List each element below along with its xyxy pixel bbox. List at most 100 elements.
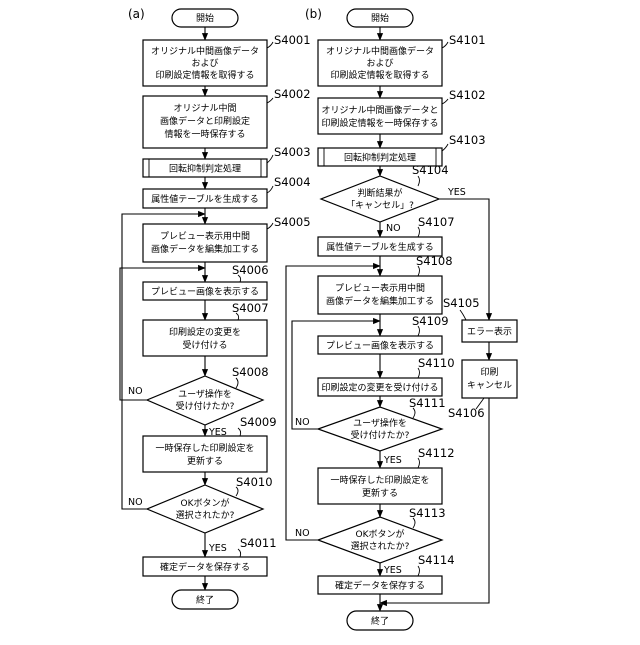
a-s4001-step-label: S4001 xyxy=(274,33,311,47)
b-s4101-step-label: S4101 xyxy=(449,33,486,47)
b-s4112-line1: 一時保存した印刷設定を xyxy=(330,474,429,486)
a-s4007-step-label: S4007 xyxy=(232,301,269,315)
b-s4111-yes-label: YES xyxy=(383,455,402,466)
b-s4105-step-label: S4105 xyxy=(443,296,480,310)
a-s4009-line2: 更新する xyxy=(187,455,223,467)
a-s4003-text: 回転抑制判定処理 xyxy=(169,163,241,175)
b-s4112-step-label: S4112 xyxy=(418,446,455,460)
b-s4113-yes-label: YES xyxy=(383,565,402,576)
b-s4102-line1: オリジナル中間画像データと xyxy=(321,104,438,116)
b-s4104-step-label: S4104 xyxy=(412,163,449,177)
panel-a-label: (a) xyxy=(128,7,145,21)
a-s4005-line2: 画像データを編集加工する xyxy=(151,243,259,255)
a-s4005-leader xyxy=(267,223,273,229)
a-s4004-leader xyxy=(267,186,273,193)
a-s4001-line2: および xyxy=(191,58,218,69)
b-s4113-line1: OKボタンが xyxy=(356,528,405,540)
a-s4009-step-label: S4009 xyxy=(240,415,277,429)
b-s4112-line2: 更新する xyxy=(362,487,398,499)
b-s4103-leader xyxy=(442,144,448,151)
b-s4110-text: 印刷設定の変更を受け付ける xyxy=(321,382,438,394)
b-start-text: 開始 xyxy=(371,12,389,24)
a-s4001-line3: 印刷設定情報を取得する xyxy=(155,69,254,81)
a-s4002-line3: 情報を一時保存する xyxy=(164,128,245,140)
b-s4102-leader xyxy=(442,99,448,104)
b-s4114-text: 確定データを保存する xyxy=(335,580,425,592)
b-s4103-step-label: S4103 xyxy=(449,133,486,147)
b-s4101-line1: オリジナル中間画像データ xyxy=(326,45,434,57)
a-s4010-no-label: NO xyxy=(128,497,143,508)
b-s4105-leader xyxy=(460,310,466,320)
a-s4005-step-label: S4005 xyxy=(274,215,311,229)
b-s4111-step-label: S4111 xyxy=(409,396,446,410)
b-s4106-process xyxy=(462,360,517,398)
b-s4101-leader xyxy=(442,42,448,48)
b-s4111-line1: ユーザ操作を xyxy=(353,417,407,429)
a-s4011-step-label: S4011 xyxy=(240,536,277,550)
b-s4102-line2: 印刷設定情報を一時保存する xyxy=(321,117,438,129)
b-s4104-no-label: NO xyxy=(386,223,401,234)
a-s4010-yes-label: YES xyxy=(208,543,227,554)
a-s4001-line1: オリジナル中間画像データ xyxy=(151,45,259,57)
a-s4005-process xyxy=(143,224,267,262)
panel-b: 開始 オリジナル中間画像データ および 印刷設定情報を取得する オリジナル中間画… xyxy=(286,9,517,630)
a-s4003-leader xyxy=(267,155,273,163)
b-s4113-line2: 選択されたか? xyxy=(351,540,410,552)
b-s4109-step-label: S4109 xyxy=(412,314,449,328)
a-s4009-line1: 一時保存した印刷設定を xyxy=(155,442,254,454)
a-s4006-text: プレビュー画像を表示する xyxy=(151,286,259,298)
a-s4005-line1: プレビュー表示用中間 xyxy=(160,230,250,242)
a-s4003-step-label: S4003 xyxy=(274,145,311,159)
b-end-text: 終了 xyxy=(371,615,389,627)
a-end-text: 終了 xyxy=(196,594,214,606)
b-s4108-line2: 画像データを編集加工する xyxy=(326,295,434,307)
a-s4007-line2: 受け付ける xyxy=(182,339,227,351)
b-s4108-step-label: S4108 xyxy=(416,254,453,268)
a-s4009-leader xyxy=(238,428,241,436)
a-s4008-yes-label: YES xyxy=(208,427,227,438)
a-s4010-line2: 選択されたか? xyxy=(176,509,235,521)
b-s4107-step-label: S4107 xyxy=(418,215,455,229)
a-start-text: 開始 xyxy=(196,12,214,24)
b-s4106-line2: キャンセル xyxy=(467,380,512,391)
a-s4002-line1: オリジナル中間 xyxy=(173,102,236,114)
a-s4010-step-label: S4010 xyxy=(236,475,273,489)
b-s4111-no-label: NO xyxy=(295,417,310,428)
b-s4110-step-label: S4110 xyxy=(418,356,455,370)
a-s4006-step-label: S4006 xyxy=(232,263,269,277)
b-s4105-text: エラー表示 xyxy=(467,326,512,338)
b-s4101-line3: 印刷設定情報を取得する xyxy=(330,69,429,81)
b-s4108-process xyxy=(318,276,442,314)
b-s4104-line1: 判断結果が xyxy=(357,187,402,199)
b-s4111-line2: 受け付けたか? xyxy=(351,429,410,441)
a-s4010-decision xyxy=(147,485,263,533)
a-s4002-step-label: S4002 xyxy=(274,87,311,101)
a-s4004-step-label: S4004 xyxy=(274,175,311,189)
b-s4107-text: 属性値テーブルを生成する xyxy=(326,241,433,253)
b-s4109-text: プレビュー画像を表示する xyxy=(326,340,434,352)
b-s4104-leader xyxy=(418,176,420,186)
a-s4008-no-label: NO xyxy=(128,386,143,397)
a-s4011-leader xyxy=(238,549,241,557)
b-s4113-step-label: S4113 xyxy=(409,506,446,520)
a-s4004-text: 属性値テーブルを生成する xyxy=(151,193,258,205)
b-s4104-yes-label: YES xyxy=(447,187,466,198)
a-s4001-leader xyxy=(267,42,273,48)
a-s4008-leader xyxy=(236,378,238,388)
b-s4101-line2: および xyxy=(366,58,393,69)
a-s4010-line1: OKボタンが xyxy=(181,497,230,509)
b-s4114-step-label: S4114 xyxy=(418,553,455,567)
a-s4008-line1: ユーザ操作を xyxy=(178,388,232,400)
a-s4008-step-label: S4008 xyxy=(232,365,269,379)
a-s4007-line1: 印刷設定の変更を xyxy=(169,326,241,338)
a-s4011-text: 確定データを保存する xyxy=(160,561,250,573)
a-s4002-line2: 画像データと印刷設定 xyxy=(160,115,250,127)
b-s4108-line1: プレビュー表示用中間 xyxy=(335,282,425,294)
b-s4103-text: 回転抑制判定処理 xyxy=(344,152,416,164)
b-s4102-step-label: S4102 xyxy=(449,88,486,102)
a-s4008-line2: 受け付けたか? xyxy=(176,400,235,412)
b-s4113-no-label: NO xyxy=(295,528,310,539)
panel-b-label: (b) xyxy=(305,7,322,21)
